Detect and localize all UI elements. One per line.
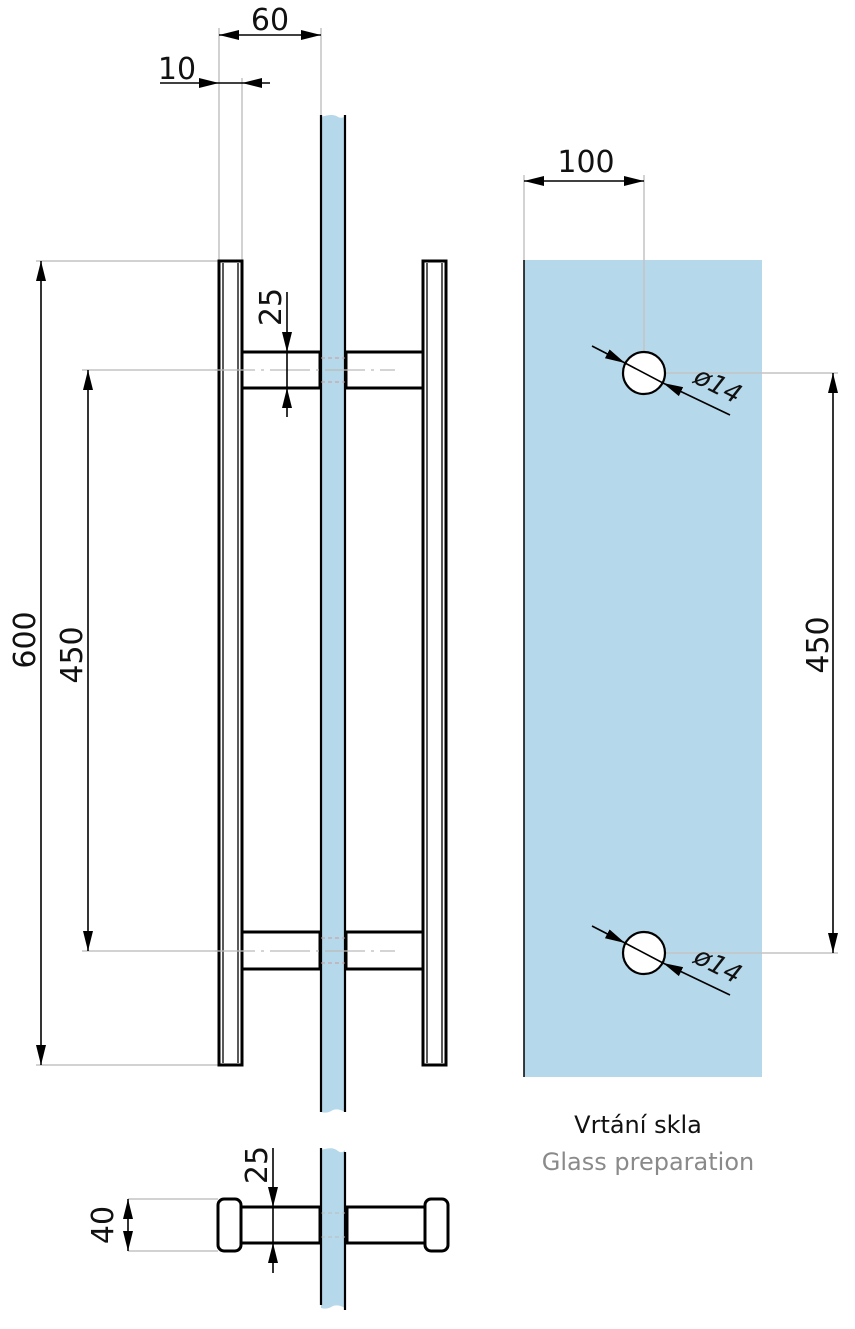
- dim-450-left: 450: [55, 370, 93, 951]
- caption-secondary: Glass preparation: [542, 1148, 754, 1176]
- section-view: 40 25: [86, 1146, 450, 1310]
- dim-600-label: 600: [8, 611, 43, 668]
- handle-bar-right: [421, 259, 448, 1067]
- dim-450-right-label: 450: [801, 616, 836, 673]
- dim-25-bottom-label: 25: [240, 1146, 275, 1184]
- dim-60-label: 60: [251, 3, 289, 38]
- dim-40-label: 40: [86, 1206, 121, 1244]
- dim-60: 60: [219, 3, 321, 40]
- dim-25-top: 25: [254, 288, 292, 417]
- dim-40: 40: [86, 1199, 133, 1251]
- handle-bar-left: [217, 259, 244, 1067]
- glass-section: [319, 115, 347, 1113]
- standoffs: [215, 350, 425, 971]
- dim-25-top-label: 25: [254, 288, 289, 326]
- dim-450-right: 450: [801, 373, 838, 953]
- dim-100-label: 100: [557, 145, 614, 180]
- dim-25-bottom: 25: [240, 1146, 278, 1273]
- caption-primary: Vrtání skla: [574, 1111, 702, 1139]
- dim-450-left-label: 450: [55, 626, 90, 683]
- dim-600: 600: [8, 261, 46, 1065]
- glass-preparation-view: 100 ø14 ø14 450 Vrtání skla Glass prepar…: [523, 145, 838, 1176]
- side-view: 60 10 25 600 450: [8, 3, 448, 1113]
- dim-10-label: 10: [158, 52, 196, 87]
- dim-10: 10: [158, 52, 270, 88]
- dim-100: 100: [524, 145, 644, 186]
